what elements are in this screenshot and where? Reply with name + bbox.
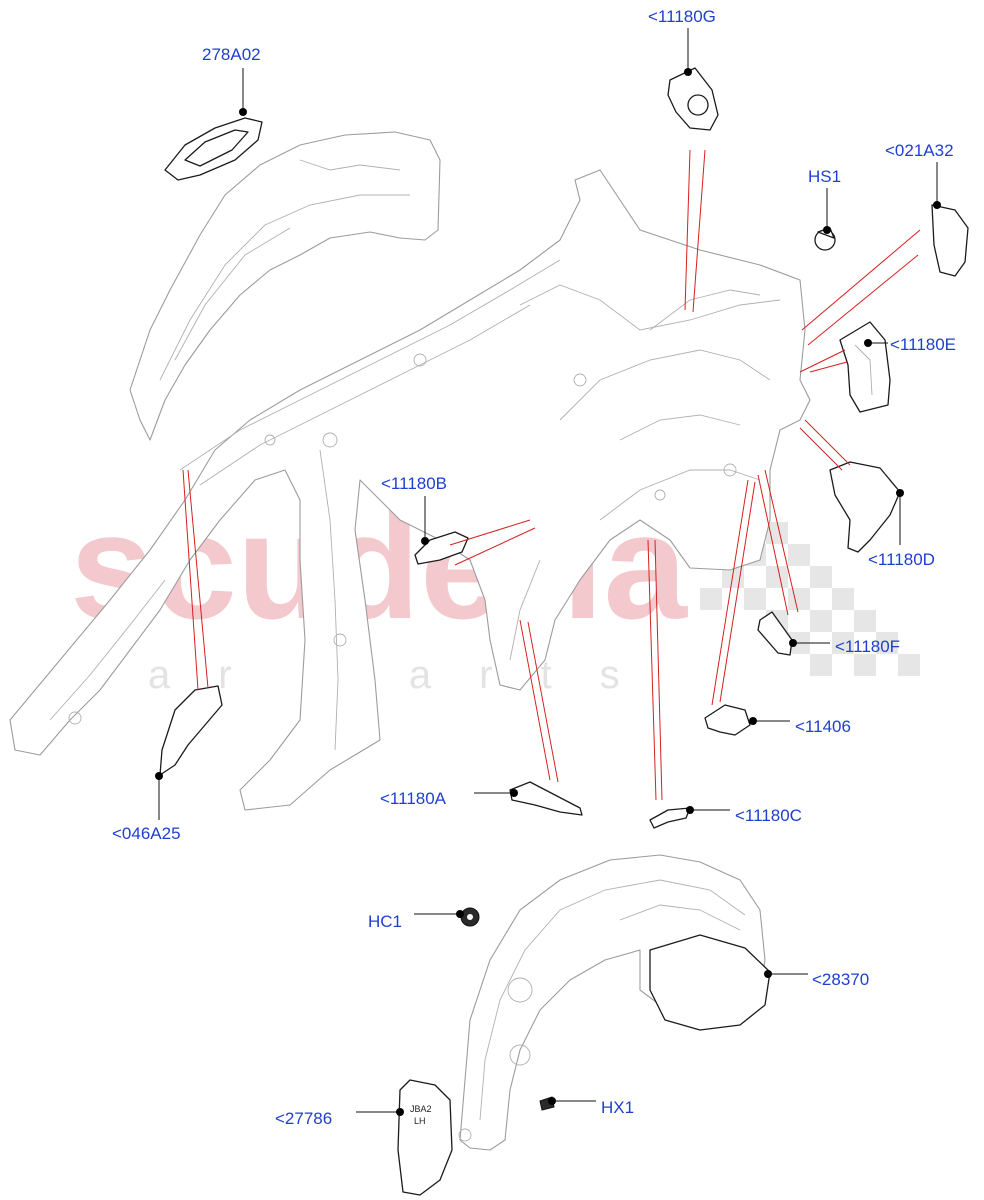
part-11180E: [839, 321, 891, 413]
callout-HS1[interactable]: HS1: [808, 167, 841, 186]
callout-278A02[interactable]: 278A02: [202, 45, 261, 64]
callout-HX1[interactable]: HX1: [601, 1098, 634, 1117]
callout-021A32[interactable]: <021A32: [885, 141, 954, 160]
part-28370: [649, 934, 771, 1031]
part-marking-jba2: JBA2: [410, 1104, 432, 1114]
callout-11180D[interactable]: <11180D: [868, 550, 935, 569]
part-021A32: [931, 204, 969, 277]
callout-11180F[interactable]: <11180F: [835, 637, 900, 656]
part-marking-lh: LH: [414, 1116, 426, 1126]
callout-11180C[interactable]: <11180C: [735, 806, 802, 825]
part-11180C: [649, 807, 691, 829]
leader-lines: [155, 28, 941, 1116]
part-11180B: [414, 531, 469, 565]
part-27786: JBA2 LH: [397, 1079, 453, 1196]
reference-lines: [182, 149, 921, 801]
callout-046A25[interactable]: <046A25: [112, 824, 181, 843]
callout-28370[interactable]: <28370: [812, 970, 869, 989]
body-in-white-structure: [9, 169, 811, 811]
body-side-outer-panel: [129, 131, 441, 441]
callout-27786[interactable]: <27786: [275, 1109, 332, 1128]
part-278A02: [164, 117, 263, 181]
part-11180A: [509, 781, 583, 816]
part-046A25: [159, 685, 223, 776]
callout-11406[interactable]: <11406: [795, 717, 851, 736]
callout-11180A[interactable]: <11180A: [380, 789, 447, 808]
callout-HC1[interactable]: HC1: [368, 912, 402, 931]
part-11180D: [829, 461, 901, 553]
part-11406: [704, 704, 751, 736]
part-11180G: [667, 67, 719, 131]
callout-11180G[interactable]: <11180G: [648, 7, 716, 26]
part-HC1: [460, 907, 480, 927]
callout-11180E[interactable]: <11180E: [890, 335, 956, 354]
callout-11180B[interactable]: <11180B: [381, 474, 447, 493]
part-11180F: [757, 611, 793, 656]
callout-labels: 278A02 <11180G HS1 <021A32 <11180E <1118…: [112, 7, 956, 1128]
